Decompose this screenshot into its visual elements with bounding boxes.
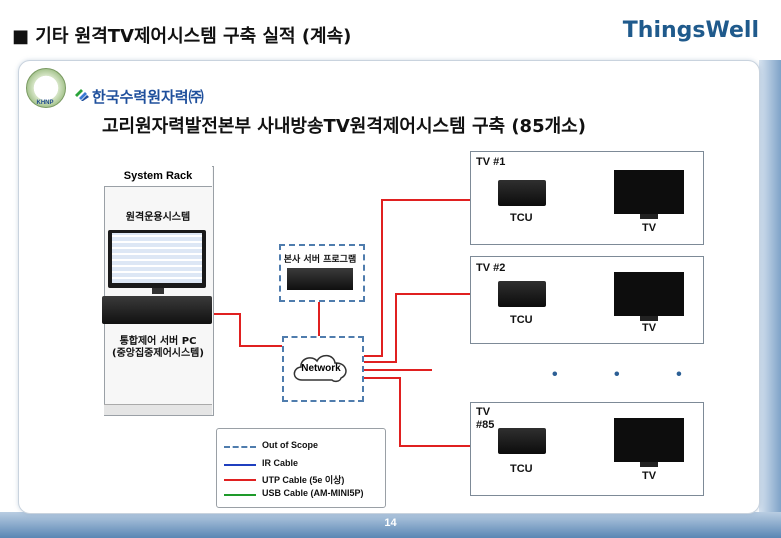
tcu-device-icon <box>498 281 546 307</box>
brand-logo: ThingsWell <box>622 18 759 43</box>
slide-title: ■ 기타 원격TV제어시스템 구축 실적 (계속) <box>12 26 352 47</box>
tv-group-number: #85 <box>476 419 495 431</box>
cloud-icon <box>293 354 347 383</box>
tv-icon <box>614 170 684 214</box>
legend-swatch-ir <box>224 464 256 466</box>
company-logo: 한국수력원자력㈜ <box>92 88 204 106</box>
tv-label: TV <box>642 470 657 482</box>
legend-item: IR Cable <box>262 458 299 468</box>
footer-bar <box>0 512 781 538</box>
tv-group-title: TV #2 <box>476 262 506 274</box>
more-groups-ellipsis: • • • <box>552 366 708 383</box>
network-label: Network <box>301 363 341 374</box>
legend-swatch-scope <box>224 446 256 448</box>
emblem-text: KHNP <box>36 100 54 106</box>
monitor-label: 원격운용시스템 <box>125 212 191 223</box>
side-decoration <box>759 60 781 525</box>
tv-icon <box>614 272 684 316</box>
monitor-screen <box>112 233 202 283</box>
tv-group-title: TV <box>476 406 491 418</box>
tv-icon <box>614 418 684 462</box>
hq-server-label: 본사 서버 프로그램 <box>283 255 357 265</box>
server-label: 통합제어 서버 PC <box>119 336 197 347</box>
tcu-device-icon <box>498 180 546 206</box>
diagram-title: 고리원자력발전본부 사내방송TV원격제어시스템 구축 (85개소) <box>102 116 586 137</box>
legend-item: USB Cable (AM-MINI5P) <box>262 488 364 498</box>
server-sublabel: (중앙집중제어시스템) <box>112 348 204 359</box>
tv-group-title: TV #1 <box>476 156 506 168</box>
tv-label: TV <box>642 322 657 334</box>
khnp-mark-icon <box>75 89 89 101</box>
legend-item: UTP Cable (5e 이상) <box>262 475 345 485</box>
utp-cable-tv1 <box>352 199 494 357</box>
tv-stand <box>640 462 658 467</box>
tcu-label: TCU <box>510 314 533 326</box>
legend-item: Out of Scope <box>262 440 318 450</box>
utp-cable-tv2 <box>356 293 494 363</box>
page-number: 14 <box>384 517 397 529</box>
khnp-emblem-icon <box>26 68 66 108</box>
utp-cable-rack <box>212 313 292 347</box>
monitor-stand <box>152 288 164 294</box>
tv-stand <box>640 316 658 321</box>
utp-cable-tv85 <box>348 377 494 447</box>
tcu-label: TCU <box>510 212 533 224</box>
rack-title: System Rack <box>104 166 212 187</box>
hq-server-icon <box>287 268 353 290</box>
server-pc-icon <box>102 296 212 324</box>
legend-swatch-usb <box>224 494 256 496</box>
tcu-device-icon <box>498 428 546 454</box>
tcu-label: TCU <box>510 463 533 475</box>
legend-swatch-utp <box>224 479 256 481</box>
tv-stand <box>640 214 658 219</box>
tv-label: TV <box>642 222 657 234</box>
rack-base <box>104 404 212 415</box>
